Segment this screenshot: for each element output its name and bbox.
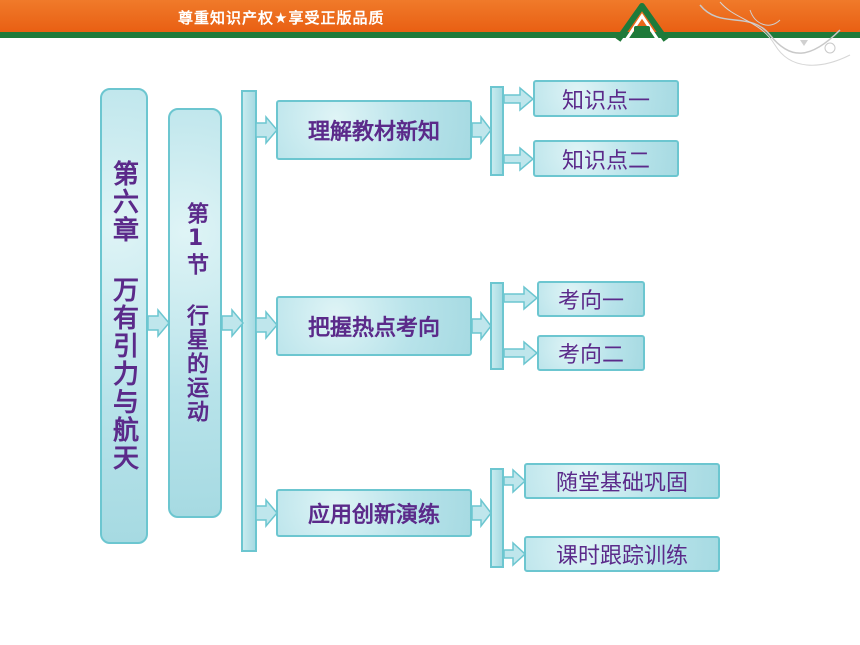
- logo-icon: [615, 3, 669, 42]
- branch-2-label: 把握热点考向: [307, 316, 440, 341]
- leaf-2a-box: 考向一: [537, 281, 645, 317]
- branch-2-box: 把握热点考向: [276, 296, 472, 356]
- banner-text: 尊重知识产权★享受正版品质: [178, 9, 385, 27]
- arrow-to-branch-1-icon: [256, 115, 278, 145]
- leaf-1a-label: 知识点一: [561, 88, 650, 114]
- arrow-leaf-2b-icon: [504, 340, 538, 366]
- branch-1-label: 理解教材新知: [307, 120, 440, 145]
- leaf-3a-label: 随堂基础巩固: [555, 471, 688, 496]
- leaf-3a-box: 随堂基础巩固: [524, 463, 720, 499]
- arrow-branch-1-out-icon: [472, 115, 492, 145]
- leaf-1b-label: 知识点二: [561, 148, 650, 174]
- chapter-box: 第六章 万有引力与航天: [100, 88, 148, 544]
- chapter-label: 第六章 万有引力与航天: [108, 160, 139, 472]
- leaf-2b-box: 考向二: [537, 335, 645, 371]
- leaf-1a-box: 知识点一: [533, 80, 679, 117]
- branch-1-box: 理解教材新知: [276, 100, 472, 160]
- branch-3-box: 应用创新演练: [276, 489, 472, 537]
- arrow-branch-3-out-icon: [472, 498, 492, 528]
- arrow-section-to-bar-icon: [222, 308, 244, 338]
- arrow-leaf-3a-icon: [504, 468, 526, 494]
- arrow-to-branch-2-icon: [256, 310, 278, 340]
- branch-1-sub-bar: [490, 86, 504, 176]
- branch-3-label: 应用创新演练: [307, 503, 440, 528]
- section-label: 第1节 行星的运动: [183, 202, 208, 424]
- leaf-2a-label: 考向一: [557, 289, 624, 314]
- leaf-3b-label: 课时跟踪训练: [555, 544, 688, 569]
- leaf-3b-box: 课时跟踪训练: [524, 536, 720, 572]
- header-bar: [0, 0, 860, 36]
- arrow-chapter-to-section-icon: [148, 308, 170, 338]
- arrow-branch-2-out-icon: [472, 311, 492, 341]
- arrow-leaf-2a-icon: [504, 285, 538, 311]
- arrow-to-branch-3-icon: [256, 498, 278, 528]
- arrow-leaf-3b-icon: [504, 541, 526, 567]
- leaf-2b-label: 考向二: [557, 343, 624, 368]
- header-stripe: [0, 32, 860, 38]
- arrow-leaf-1a-icon: [504, 86, 534, 112]
- branch-2-sub-bar: [490, 282, 504, 370]
- leaf-1b-box: 知识点二: [533, 140, 679, 177]
- branch-3-sub-bar: [490, 468, 504, 568]
- swirl-decoration-icon: [699, 1, 851, 66]
- arrow-leaf-1b-icon: [504, 146, 534, 172]
- section-box: 第1节 行星的运动: [168, 108, 222, 518]
